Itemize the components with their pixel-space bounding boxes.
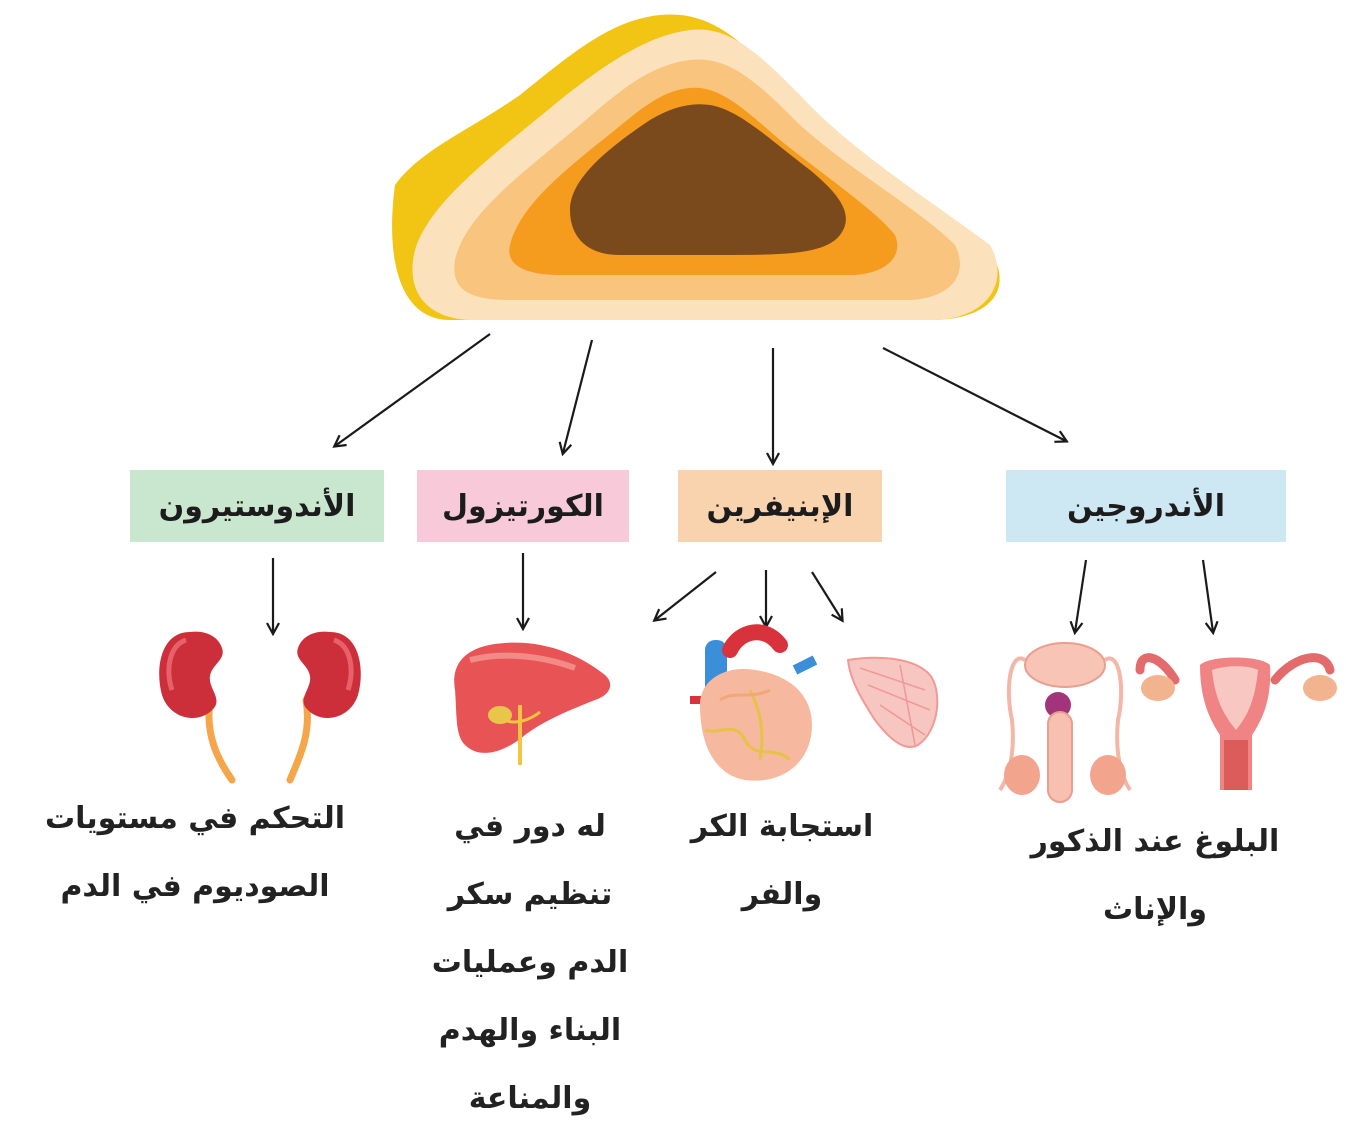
hormone-box-androgen: الأندروجين (1006, 470, 1286, 542)
arrow-epinephrine-muscle (812, 572, 842, 620)
effect-text-aldosterone: التحكم في مستويات الصوديوم في الدم (10, 785, 380, 921)
kidneys-illustration (159, 632, 361, 780)
effect-text-cortisol: له دور في تنظيم سكر الدم وعمليات البناء … (400, 793, 660, 1133)
adrenal-gland-illustration (392, 14, 1000, 320)
male-reproductive-illustration (1000, 643, 1130, 802)
arrow-epinephrine-liver (655, 572, 716, 620)
arrow-androgen-male (1075, 560, 1086, 632)
heart-illustration (690, 632, 815, 780)
effect-line: والإناث (985, 876, 1325, 944)
arrow-androgen-female (1203, 560, 1213, 632)
effect-line: البلوغ عند الذكور (985, 808, 1325, 876)
gland-to-hormone-arrows (335, 334, 1066, 463)
effect-line: والمناعة (400, 1065, 660, 1133)
hormone-label-cortisol: الكورتيزول (442, 489, 604, 524)
effect-line: تنظيم سكر (400, 861, 660, 929)
effect-text-epinephrine: استجابة الكر والفر (662, 793, 902, 929)
hormone-to-organ-arrows (273, 553, 1213, 633)
effect-line: والفر (662, 861, 902, 929)
hormone-box-cortisol: الكورتيزول (417, 470, 629, 542)
hormone-label-aldosterone: الأندوستيرون (159, 489, 356, 524)
effect-line: التحكم في مستويات (10, 785, 380, 853)
effect-line: له دور في (400, 793, 660, 861)
effect-line: استجابة الكر (662, 793, 902, 861)
hormone-label-epinephrine: الإبنيفرين (707, 489, 854, 524)
arrow-to-aldosterone (335, 334, 490, 446)
effect-text-androgen: البلوغ عند الذكور والإناث (985, 808, 1325, 944)
effect-line: الصوديوم في الدم (10, 853, 380, 921)
hormone-box-aldosterone: الأندوستيرون (130, 470, 384, 542)
female-reproductive-illustration (1140, 658, 1337, 791)
effect-line: الدم وعمليات (400, 929, 660, 997)
liver-illustration (454, 643, 610, 765)
hormone-label-androgen: الأندروجين (1067, 489, 1225, 524)
arrow-to-androgen (883, 348, 1066, 441)
hormone-box-epinephrine: الإبنيفرين (678, 470, 882, 542)
arrow-to-cortisol (563, 340, 592, 453)
muscle-illustration (848, 658, 937, 747)
effect-line: البناء والهدم (400, 997, 660, 1065)
